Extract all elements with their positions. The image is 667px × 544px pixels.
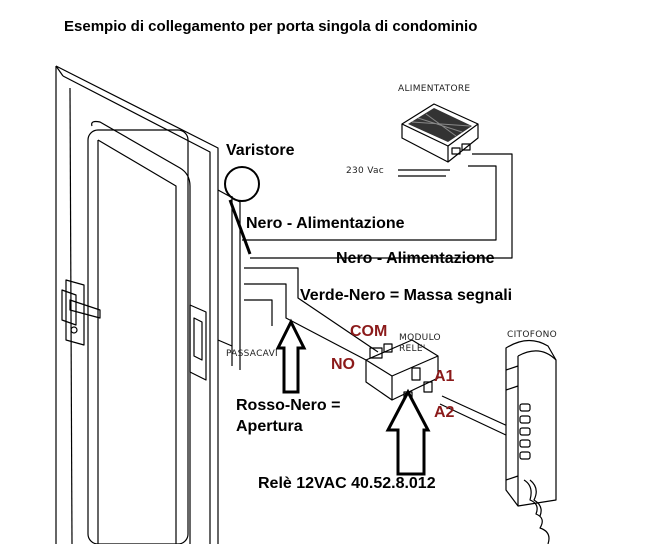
- arrow-rele: [385, 388, 431, 476]
- label-alimentatore: ALIMENTATORE: [398, 84, 471, 94]
- label-rele: RELE': [399, 344, 426, 354]
- label-rele-12vac: Relè 12VAC 40.52.8.012: [258, 475, 436, 492]
- relay-module-drawing: [365, 339, 439, 401]
- varistor-symbol: [224, 166, 260, 255]
- label-230vac: 230 Vac: [346, 166, 385, 176]
- label-modulo: MODULO: [399, 333, 441, 343]
- arrow-apertura: [275, 318, 307, 394]
- label-a1: A1: [434, 368, 455, 385]
- label-apertura: Apertura: [236, 418, 303, 435]
- label-a2: A2: [434, 404, 455, 421]
- label-com: COM: [350, 323, 388, 340]
- diagram-title: Esempio di collegamento per porta singol…: [64, 18, 478, 35]
- label-citofono: CITOFONO: [507, 330, 557, 340]
- label-passacavi: PASSACAVI: [226, 349, 278, 359]
- intercom-drawing: [505, 339, 557, 544]
- label-nero-alimentazione-2: Nero - Alimentazione: [336, 250, 495, 267]
- label-verde-nero: Verde-Nero = Massa segnali: [300, 287, 513, 304]
- label-varistore: Varistore: [226, 142, 295, 159]
- label-nero-alimentazione-1: Nero - Alimentazione: [246, 215, 405, 232]
- power-supply-drawing: [401, 103, 479, 163]
- door-drawing: [55, 65, 219, 544]
- label-no: NO: [331, 356, 355, 373]
- label-rosso-nero: Rosso-Nero =: [236, 397, 341, 414]
- wires: [242, 153, 513, 437]
- wall-box: [217, 189, 241, 370]
